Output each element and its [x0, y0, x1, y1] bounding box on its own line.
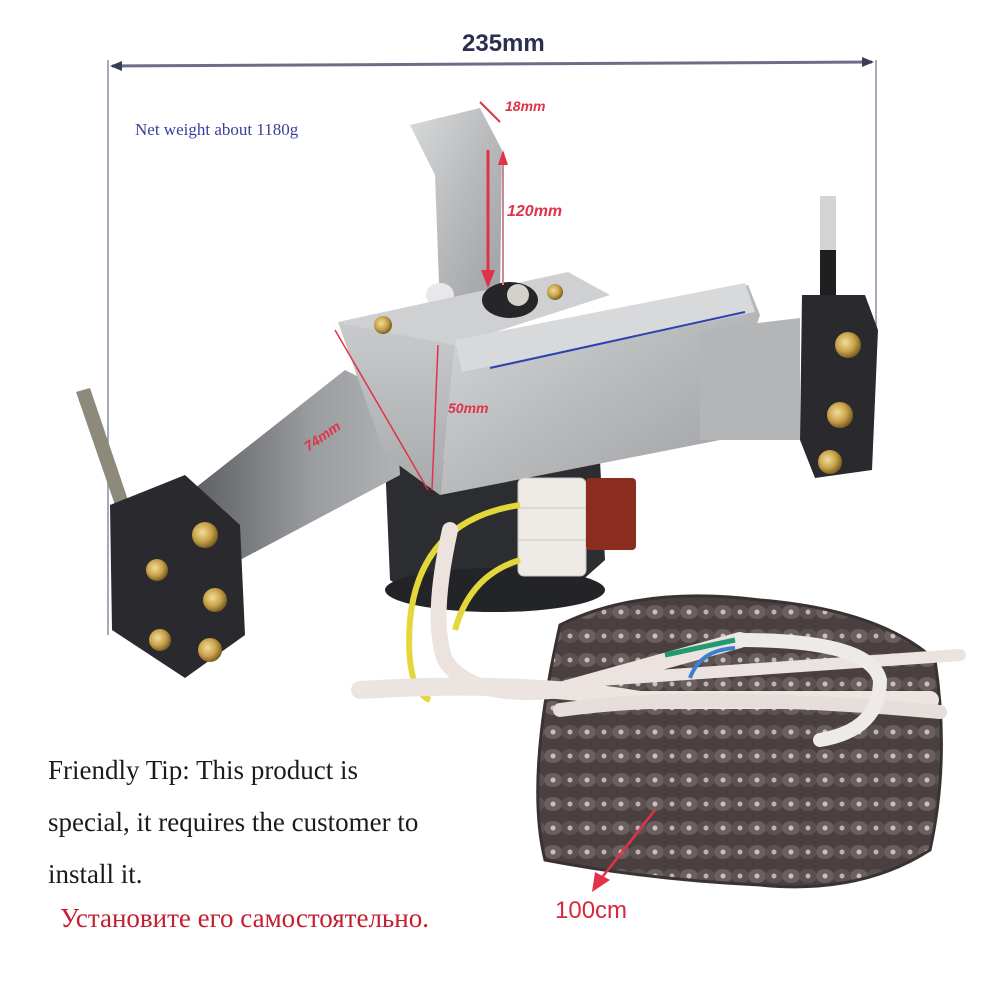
dimension-arrows [334, 101, 656, 892]
left-arm [180, 370, 400, 560]
tip-line-2: special, it requires the customer to [48, 807, 419, 837]
steel-housing [338, 272, 800, 495]
net-weight-label: Net weight about 1180g [135, 120, 299, 139]
right-limit-switch [800, 196, 878, 478]
bracket-height-label: 120mm [507, 203, 563, 220]
tip-line-1: Friendly Tip: This product is [48, 755, 359, 785]
tip-line-3: install it. [48, 859, 143, 889]
width-dimension-line [107, 57, 877, 635]
bracket-width-label: 18mm [505, 98, 546, 114]
width-dimension-label: 235mm [462, 30, 545, 57]
terminal-block [517, 477, 636, 577]
left-limit-switch [76, 388, 245, 678]
wires [351, 502, 966, 747]
body-height-label: 50mm [448, 400, 489, 416]
chain-length-label: 100cm [555, 897, 628, 924]
russian-tip: Установите его самостоятельно. [60, 903, 429, 933]
